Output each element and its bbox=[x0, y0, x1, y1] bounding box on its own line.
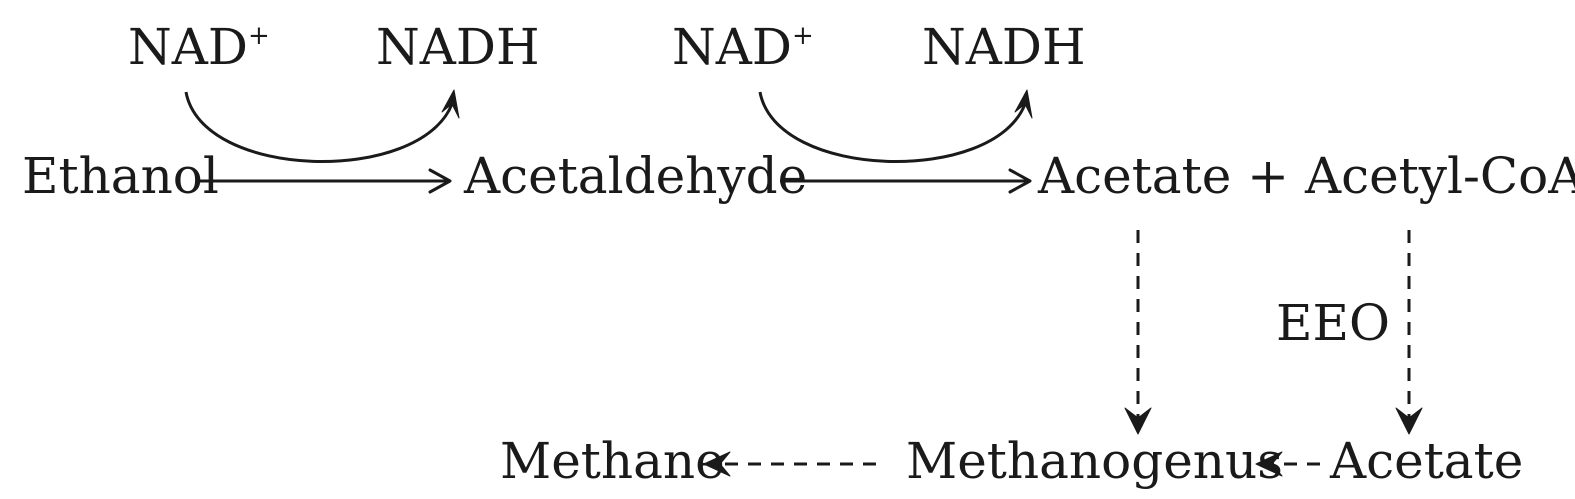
methane-label: Methane bbox=[500, 432, 725, 490]
cofactor-arrow-left bbox=[184, 89, 460, 163]
nad-plus-label-right: NAD+ bbox=[672, 18, 814, 76]
methanogenus-label: Methanogenus bbox=[906, 432, 1283, 490]
dashed-arrow-acetyl-coa-to-acetate bbox=[1395, 230, 1423, 435]
cofactor-arrow-right bbox=[758, 89, 1033, 163]
dashed-arrow-methanogenus-to-methane bbox=[703, 451, 876, 477]
acetate-bottom-label: Acetate bbox=[1329, 432, 1523, 490]
acetate-acetyl-coa-label: Acetate + Acetyl-CoA bbox=[1037, 147, 1575, 205]
nad-plus-label-left: NAD+ bbox=[128, 18, 270, 76]
acetaldehyde-label: Acetaldehyde bbox=[463, 147, 807, 205]
ethanol-label: Ethanol bbox=[22, 147, 219, 205]
nadh-label-left: NADH bbox=[376, 18, 540, 76]
arrow-ethanol-to-acetaldehyde bbox=[200, 168, 452, 194]
arrow-acetaldehyde-to-acetate bbox=[780, 168, 1032, 194]
dashed-arrow-acetate-to-methanogenus-bottom bbox=[1255, 451, 1320, 477]
eeo-label: EEO bbox=[1276, 294, 1390, 352]
dashed-arrow-acetate-to-methanogenus bbox=[1124, 230, 1152, 435]
nadh-label-right: NADH bbox=[922, 18, 1086, 76]
